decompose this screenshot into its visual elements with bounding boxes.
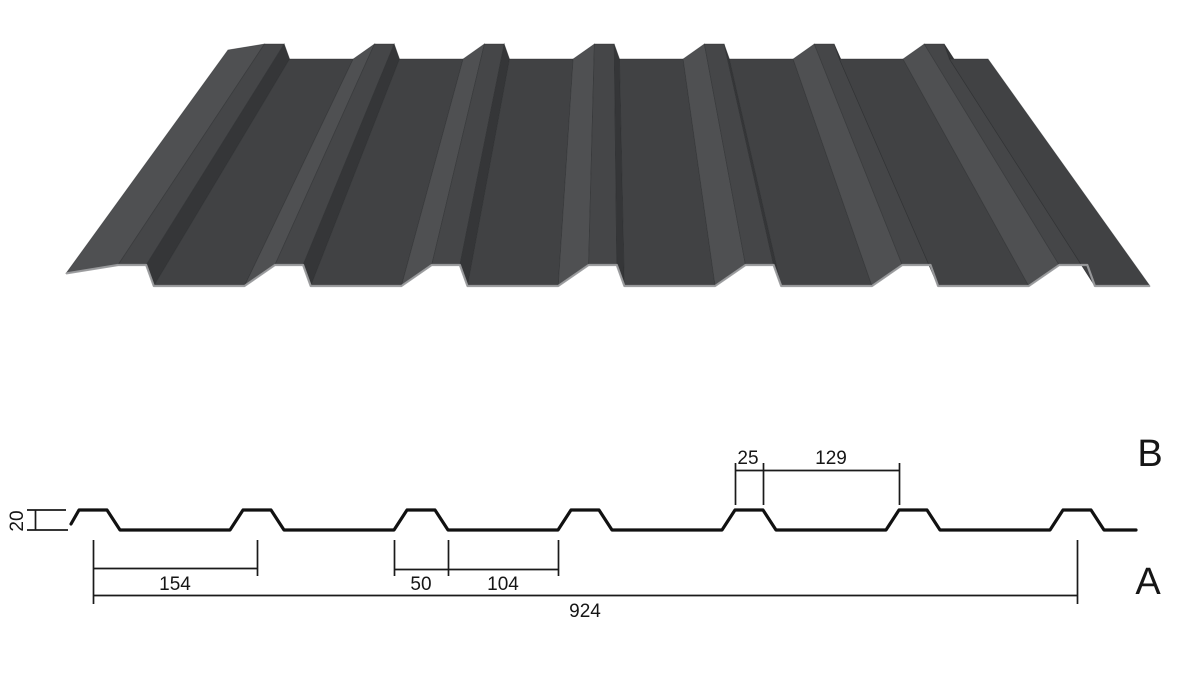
- profile-outline: [69, 508, 1138, 532]
- dim-cover-width-lines: [93, 540, 1079, 604]
- dim-height-label: 20: [7, 510, 28, 531]
- dim-rib-pitch-lines: [92, 540, 259, 604]
- dim-rib-pitch: 154: [92, 540, 259, 604]
- dim-rib-base-label: 50: [410, 574, 431, 595]
- dim-rib-base-valley-lines: [393, 540, 560, 576]
- dim-height-lines: [27, 509, 68, 531]
- section-label-b: B: [1137, 433, 1162, 475]
- dim-rib-base-and-valley: 50 104: [393, 540, 560, 595]
- dim-rib-top-label: 25: [737, 448, 758, 469]
- dim-height: 20: [7, 509, 68, 532]
- dim-rib-spacing-top-label: 129: [815, 448, 847, 469]
- dim-valley-label: 104: [487, 574, 519, 595]
- sheet-3d-render: [65, 42, 1151, 288]
- dim-rib-top-and-spacing: 25 129: [734, 448, 901, 505]
- dim-cover-width-label: 924: [569, 601, 601, 622]
- dim-rib-pitch-label: 154: [159, 574, 191, 595]
- dim-cover-width: 924: [93, 540, 1079, 622]
- section-label-a: A: [1135, 561, 1161, 603]
- sheet-near-edge-highlight: [65, 263, 1150, 288]
- dim-rib-top-spacing-lines: [734, 463, 901, 505]
- cross-section-drawing: 20 154 50 104 924 25 129: [7, 433, 1163, 622]
